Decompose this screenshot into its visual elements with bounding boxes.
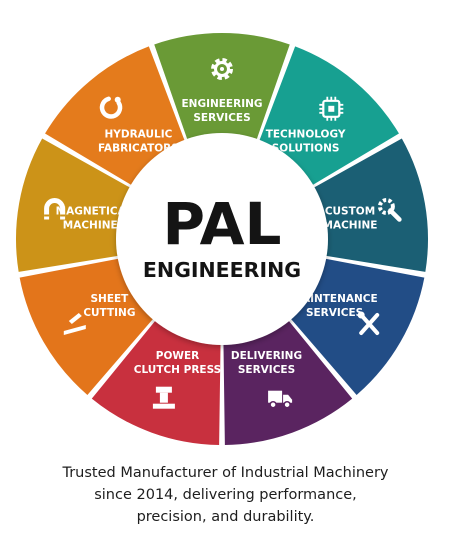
company-name: PAL bbox=[162, 190, 281, 258]
segment-label-line: MACHINE bbox=[323, 219, 378, 231]
segment-label-line: SERVICES bbox=[306, 307, 363, 319]
center-circle bbox=[116, 133, 328, 345]
segment-shape bbox=[297, 138, 428, 272]
service-wheel-graphic: ENGINEERING SERVICES TECHNOLOGY SOLUTIONS CU… bbox=[15, 32, 428, 445]
segment-label-line: SERVICES bbox=[238, 364, 295, 376]
segments-layer: ENGINEERING SERVICES TECHNOLOGY SOLUTIONS CU… bbox=[15, 32, 428, 445]
segment-label-line: MAINTENANCE bbox=[292, 293, 378, 305]
segment-label-line: FABRICATORS bbox=[98, 142, 179, 154]
service-wheel: ENGINEERING SERVICES TECHNOLOGY SOLUTIONS CU… bbox=[15, 32, 428, 445]
hydraulic-icon bbox=[99, 96, 123, 119]
segment-label-line: SERVICES bbox=[193, 112, 250, 124]
center-hub: PAL ENGINEERING bbox=[116, 133, 328, 345]
segment-label-line: DELIVERING bbox=[231, 350, 302, 362]
segment-label-line: HYDRAULIC bbox=[104, 128, 172, 140]
wrench-gear-icon bbox=[377, 198, 402, 222]
segment-label-line: SHEET bbox=[90, 293, 129, 305]
segment-label: MAGNETICAL MACHINES bbox=[56, 205, 133, 231]
segment-label: DELIVERING SERVICES bbox=[231, 350, 302, 376]
segment-shape bbox=[223, 305, 353, 445]
segment-label-line: SOLUTIONS bbox=[272, 142, 340, 154]
segment-label-line: POWER bbox=[156, 350, 199, 362]
gear-icon bbox=[211, 58, 233, 80]
segment-magnetical-machines: MAGNETICAL MACHINES bbox=[15, 138, 147, 272]
segment-shape bbox=[91, 305, 221, 445]
segment-label-line: ENGINEERING bbox=[181, 98, 262, 110]
segment-label-line: MAGNETICAL bbox=[56, 205, 133, 217]
tools-icon bbox=[357, 311, 380, 335]
segment-label: SHEET CUTTING bbox=[83, 293, 135, 319]
segment-label: MAINTENANCE SERVICES bbox=[292, 293, 378, 319]
power-press-icon bbox=[152, 386, 175, 409]
segment-label: CUSTOM MACHINE bbox=[323, 205, 378, 231]
segment-label-line: MACHINES bbox=[63, 219, 126, 231]
segment-custom-machine: CUSTOM MACHINE bbox=[297, 138, 428, 272]
segment-label: ENGINEERING SERVICES bbox=[181, 98, 262, 124]
tagline-line-3: precision, and durability. bbox=[136, 509, 315, 525]
segment-label: HYDRAULIC FABRICATORS bbox=[98, 128, 179, 154]
company-subtitle: ENGINEERING bbox=[143, 258, 301, 282]
segment-label: TECHNOLOGY SOLUTIONS bbox=[266, 128, 346, 154]
segment-label-line: TECHNOLOGY bbox=[266, 128, 346, 140]
circuit-chip-icon bbox=[319, 96, 344, 121]
segment-label-line: CUSTOM bbox=[325, 205, 375, 217]
segment-delivering-services: DELIVERING SERVICES bbox=[223, 305, 353, 445]
segment-engineering-services: ENGINEERING SERVICES bbox=[154, 32, 290, 158]
magnet-icon bbox=[44, 198, 66, 220]
segment-label: POWER CLUTCH PRESS bbox=[134, 350, 221, 376]
segment-shape bbox=[15, 138, 147, 272]
segment-power-clutch-press: POWER CLUTCH PRESS bbox=[91, 305, 221, 445]
segment-label-line: CLUTCH PRESS bbox=[134, 364, 221, 376]
delivery-truck-icon bbox=[268, 390, 293, 409]
sheet-cutter-icon bbox=[63, 313, 86, 335]
tagline-line-1: Trusted Manufacturer of Industrial Machi… bbox=[62, 465, 389, 481]
tagline-line-2: since 2014, delivering performance, bbox=[94, 487, 357, 503]
segment-label-line: CUTTING bbox=[83, 307, 135, 319]
segment-shape bbox=[154, 32, 290, 158]
